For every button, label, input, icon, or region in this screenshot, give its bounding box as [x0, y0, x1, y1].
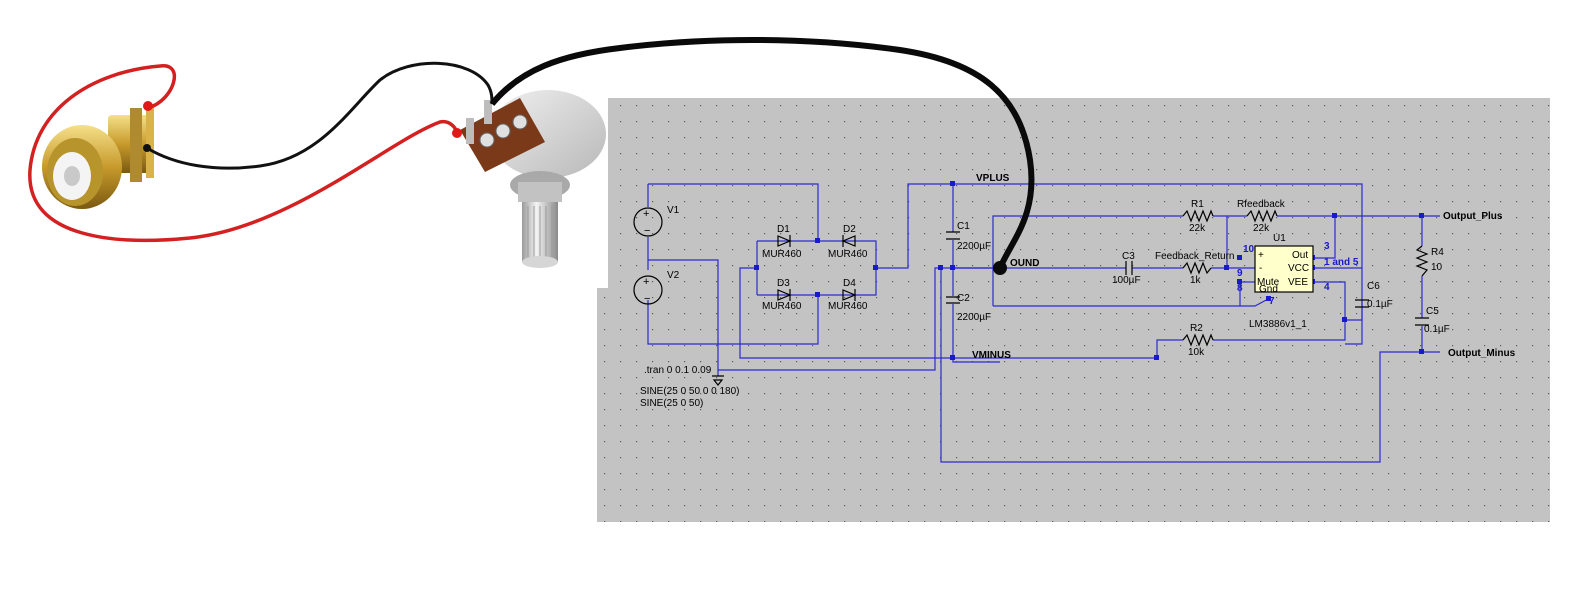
svg-text:+: + [643, 276, 649, 288]
u1-pin-mute: Mute [1257, 277, 1280, 288]
c1-ref: C1 [957, 221, 970, 232]
capacitor-c6[interactable]: C6 0.1µF [1355, 281, 1393, 310]
c2-ref: C2 [957, 293, 970, 304]
sine-directive-2: SINE(25 0 50) [640, 398, 703, 409]
resistor-r2[interactable]: R2 10k [1182, 323, 1214, 358]
capacitor-c1[interactable]: C1 2200µF [946, 221, 991, 252]
v1-label: V1 [667, 205, 680, 216]
u1-pin-vee: VEE [1288, 277, 1308, 288]
c5-ref: C5 [1426, 306, 1439, 317]
schematic-canvas [597, 98, 1550, 522]
u1-pin-minus: - [1259, 263, 1262, 274]
svg-text:−: − [644, 225, 650, 237]
d4-value: MUR460 [828, 301, 868, 312]
u1-pin-3: 3 [1324, 241, 1330, 252]
c6-ref: C6 [1367, 281, 1380, 292]
u1-ref: U1 [1273, 233, 1286, 244]
u1-pin-10: 10 [1243, 244, 1255, 255]
c3-ref: C3 [1122, 251, 1135, 262]
u1-pin-1-5: 1 and 5 [1324, 257, 1359, 268]
d2-value: MUR460 [828, 249, 868, 260]
potentiometer-image [440, 78, 608, 288]
u1-pin-out: Out [1292, 250, 1308, 261]
net-label-output-plus: Output_Plus [1443, 211, 1503, 222]
feedback-return-ref: Feedback_Return [1155, 251, 1235, 262]
v2-label: V2 [667, 270, 680, 281]
net-label-output-minus: Output_Minus [1448, 348, 1516, 359]
resistor-rfeedback[interactable]: Rfeedback 22k [1237, 199, 1286, 234]
u1-pin-4: 4 [1324, 282, 1330, 293]
source-v1[interactable]: + − V1 [633, 205, 680, 237]
c2-value: 2200µF [957, 312, 991, 323]
svg-text:−: − [644, 293, 650, 305]
net-label-vminus: VMINUS [972, 350, 1011, 361]
diode-d4[interactable]: D4 MUR460 [828, 278, 868, 312]
c6-value: 0.1µF [1367, 299, 1393, 310]
rca-jack-image [42, 108, 154, 209]
u1-pin-gnd: Gnd [1259, 284, 1278, 295]
c5-value: 0.1µF [1424, 324, 1450, 335]
r1-value: 22k [1189, 223, 1206, 234]
d4-ref: D4 [843, 278, 856, 289]
r4-ref: R4 [1431, 247, 1444, 258]
rfeedback-ref: Rfeedback [1237, 199, 1286, 210]
r4-value: 10 [1431, 262, 1443, 273]
capacitor-c5[interactable]: C5 0.1µF [1415, 306, 1450, 335]
d3-value: MUR460 [762, 301, 802, 312]
net-label-vplus: VPLUS [976, 173, 1010, 184]
d1-ref: D1 [777, 224, 790, 235]
d2-ref: D2 [843, 224, 856, 235]
ic-u1-lm3886[interactable]: U1 + - Mute Gnd Out VCC VEE 10 9 8 7 3 1… [1237, 233, 1359, 330]
r2-value: 10k [1188, 347, 1205, 358]
capacitor-c3[interactable]: C3 100µF [1112, 251, 1141, 286]
u1-pin-8: 8 [1237, 283, 1243, 294]
tran-directive: .tran 0 0.1 0.09 [644, 365, 712, 376]
c3-value: 100µF [1112, 275, 1141, 286]
c1-value: 2200µF [957, 241, 991, 252]
sine-directive-1: SINE(25 0 50 0 0 180) [640, 386, 740, 397]
u1-pin-vcc: VCC [1288, 263, 1309, 274]
diode-d3[interactable]: D3 MUR460 [762, 278, 802, 312]
u1-pin-7: 7 [1269, 296, 1275, 307]
resistor-r4[interactable]: R4 10 [1415, 245, 1444, 277]
u1-pin-plus: + [1258, 250, 1264, 261]
resistor-r1[interactable]: R1 22k [1182, 199, 1214, 234]
resistor-feedback-return[interactable]: Feedback_Return 1k [1155, 251, 1235, 286]
rfeedback-value: 22k [1253, 223, 1270, 234]
net-label-ground: OUND [1010, 258, 1039, 269]
diode-d1[interactable]: D1 MUR460 [762, 224, 802, 260]
r2-ref: R2 [1190, 323, 1203, 334]
diode-d2[interactable]: D2 MUR460 [828, 224, 868, 260]
d1-value: MUR460 [762, 249, 802, 260]
svg-text:+: + [643, 208, 649, 220]
u1-model: LM3886v1_1 [1249, 319, 1307, 330]
ground-symbol [712, 375, 724, 386]
u1-pin-9: 9 [1237, 268, 1243, 279]
source-v2[interactable]: + − V2 [633, 270, 680, 305]
d3-ref: D3 [777, 278, 790, 289]
signal-cables [28, 37, 1035, 275]
feedback-return-value: 1k [1190, 275, 1202, 286]
capacitor-c2[interactable]: C2 2200µF [946, 293, 991, 323]
r1-ref: R1 [1191, 199, 1204, 210]
